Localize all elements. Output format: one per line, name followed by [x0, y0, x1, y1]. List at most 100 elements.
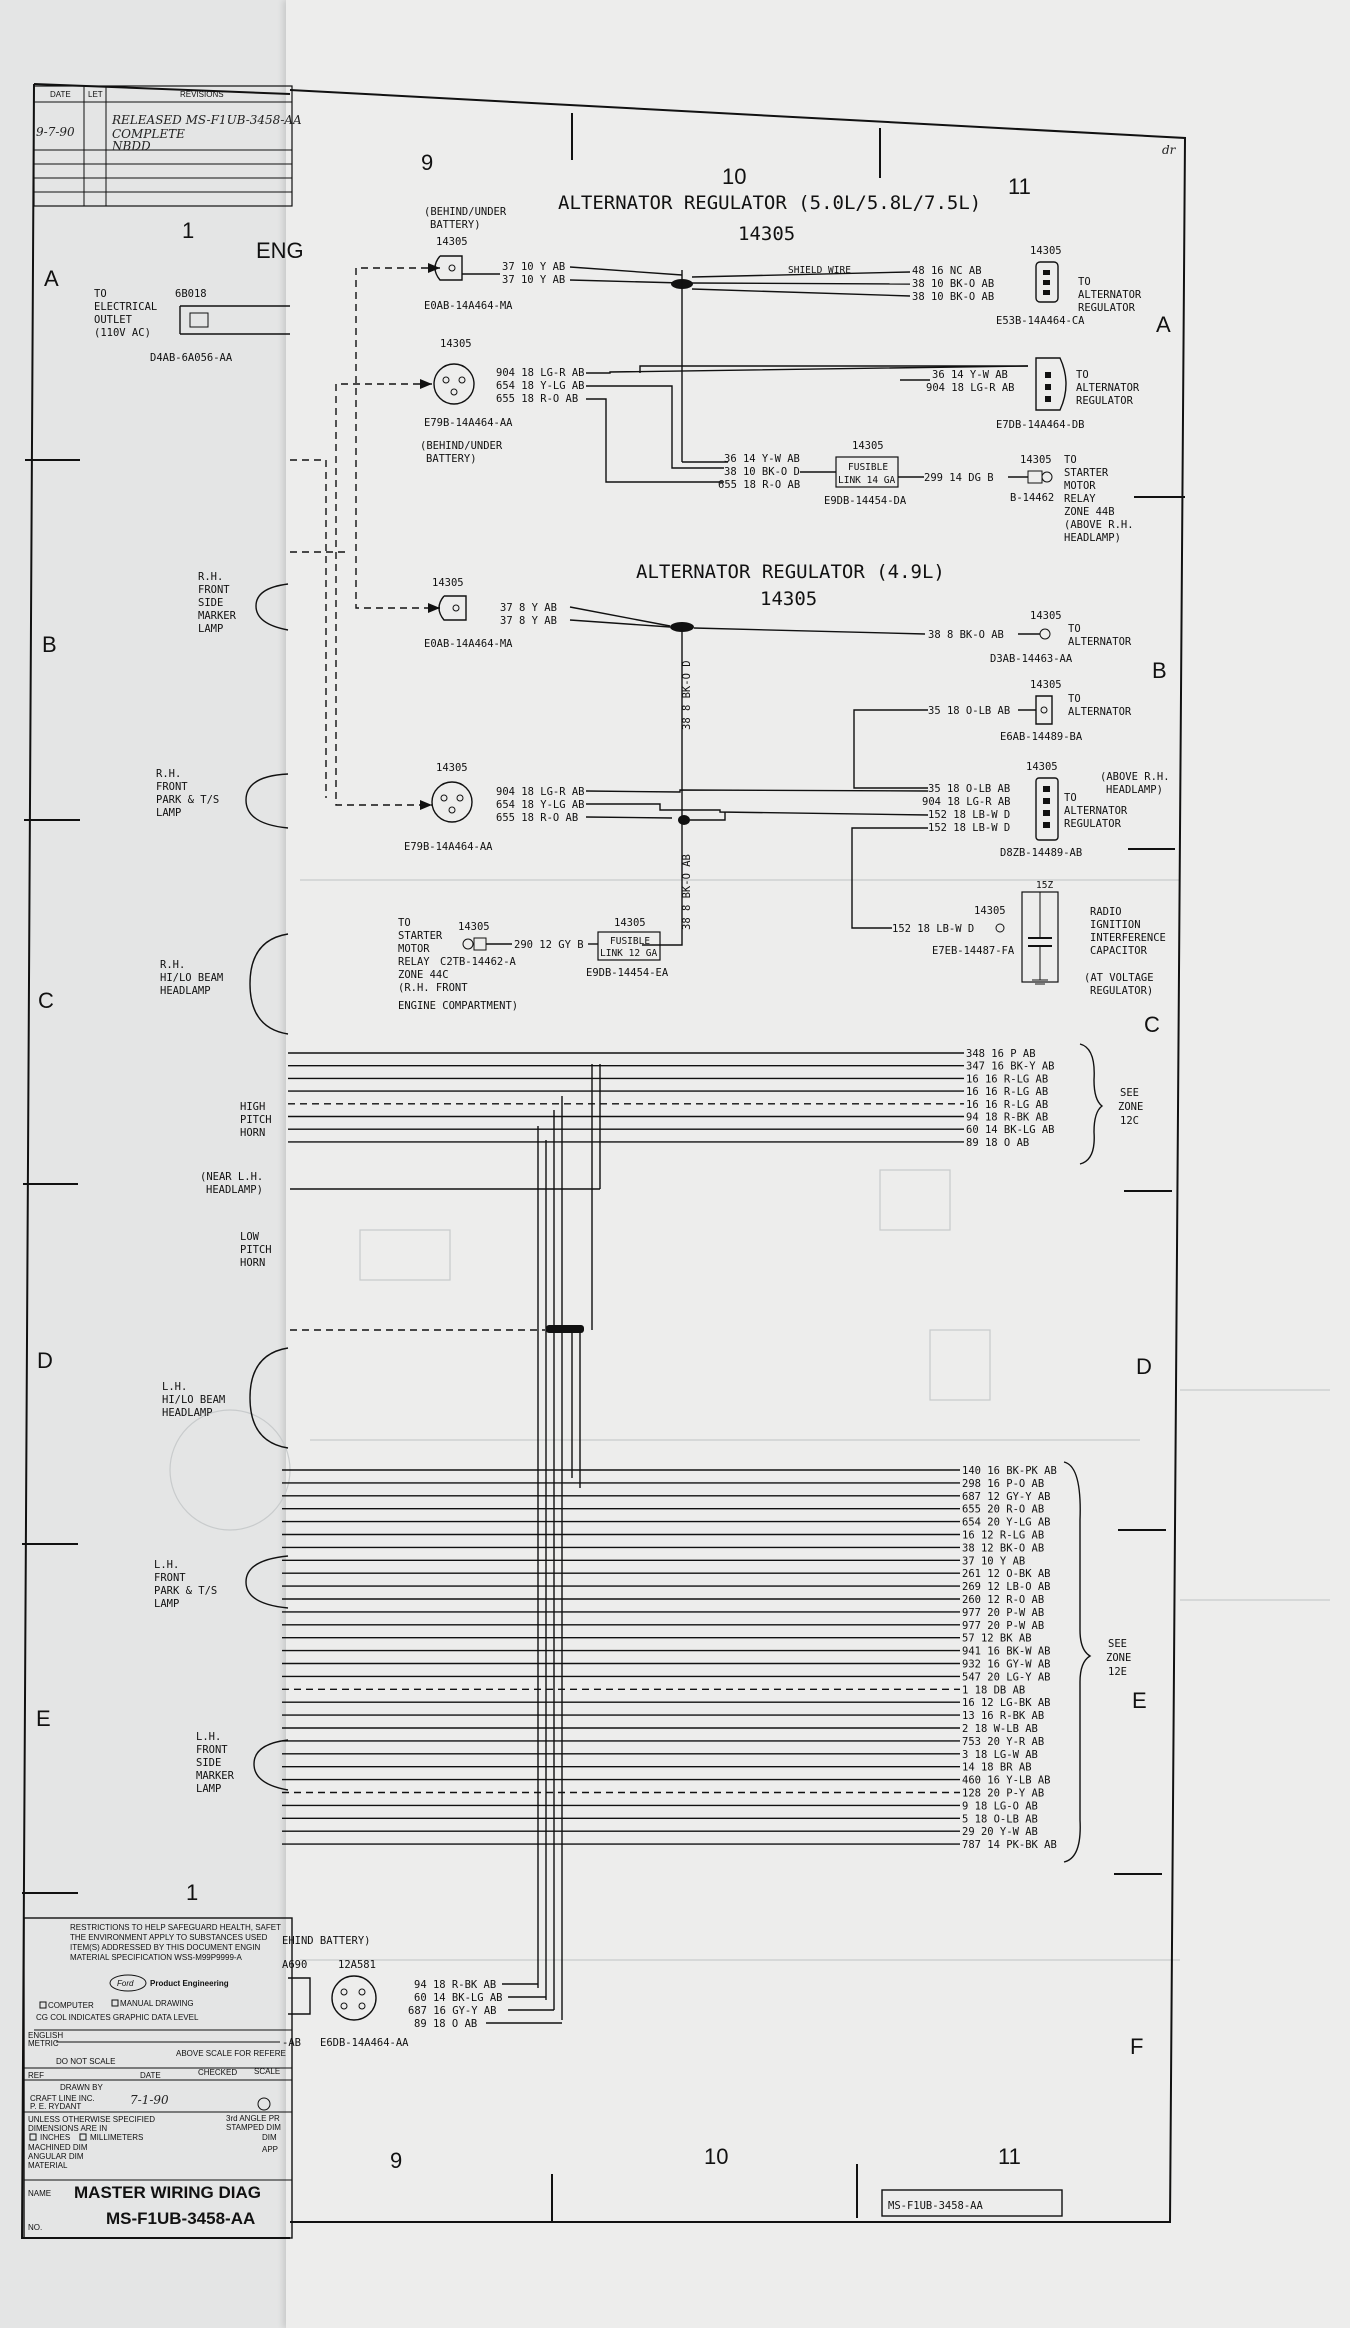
brand-sub: Product Engineering — [150, 1979, 229, 1988]
lh-head-1: L.H. — [162, 1381, 187, 1393]
alt1-r1-connector-icon — [1035, 261, 1059, 303]
alt1-fuse-pin3: 655 18 R-O AB — [718, 479, 800, 491]
alt1-section: ALTERNATOR REGULATOR (5.0L/5.8L/7.5L) 14… — [290, 192, 1142, 810]
drawing-number: MS-F1UB-3458-AA — [106, 2209, 255, 2228]
drawer: CRAFT LINE INC. — [30, 2094, 95, 2103]
bottom-conn: E6DB-14A464-AA — [320, 2037, 409, 2049]
outlet-plug-icon — [189, 312, 209, 328]
bundle2-wire-label: 9 18 LG-O AB — [962, 1800, 1038, 1812]
lh-park-3: PARK & T/S — [154, 1585, 217, 1597]
rh-park-1: R.H. — [156, 768, 181, 780]
bundle2-wire-label: 140 16 BK-PK AB — [962, 1465, 1057, 1477]
zone-D-left: D — [37, 1348, 53, 1373]
bundle2-wire-label: 977 20 P-W AB — [962, 1607, 1044, 1619]
rev-hand-2: COMPLETE — [112, 127, 185, 141]
alt2-starter-terminal-icon — [462, 938, 474, 950]
alt1-c1-part: 14305 — [436, 236, 468, 248]
rh-marker-3: SIDE — [198, 597, 223, 609]
metric-label: METRIC — [28, 2039, 59, 2048]
alt2-r2-to1: TO — [1068, 693, 1081, 705]
alt2-r3-pin3: 152 18 LB-W D — [928, 809, 1010, 821]
zone-labels: 9 10 11 1 9 10 11 1 A B C D E F A B C D … — [36, 150, 1171, 2173]
computer-checkbox — [39, 2001, 47, 2009]
zone-C-left: C — [38, 988, 54, 1013]
near-lh-1: (NEAR L.H. — [200, 1171, 263, 1183]
bottom-part-left: A690 — [282, 1959, 307, 1971]
lh-park-4: LAMP — [154, 1598, 179, 1610]
alt1-r1-pin1: 48 16 NC AB — [912, 265, 982, 277]
alt2-c2-part: 14305 — [436, 762, 468, 774]
lh-marker-4: MARKER — [196, 1770, 235, 1782]
alt2-c1-part: 14305 — [432, 577, 464, 589]
ref-label: REF — [28, 2071, 44, 2080]
alt2-c1-connector-icon — [438, 595, 467, 621]
alt1-starter-to3: MOTOR — [1064, 480, 1096, 492]
rh-marker-2: FRONT — [198, 584, 230, 596]
bundle1-see1: SEE — [1120, 1087, 1139, 1099]
zone-1-top: 1 — [182, 218, 194, 243]
alt1-c1-conn: E0AB-14A464-MA — [424, 300, 513, 312]
mm-checkbox — [79, 2133, 87, 2141]
manual-checkbox — [111, 1999, 119, 2007]
drawer-2: P. E. RYDANT — [30, 2102, 81, 2111]
bundle1-see3: 12C — [1120, 1115, 1139, 1127]
cg-label: CG COL INDICATES GRAPHIC DATA LEVEL — [36, 2013, 199, 2022]
alt2-starter-to7: ENGINE COMPARTMENT) — [398, 1000, 518, 1012]
title-block: RESTRICTIONS TO HELP SAFEGUARD HEALTH, S… — [23, 1917, 1063, 2239]
rh-marker-1: R.H. — [198, 571, 223, 583]
do-not-scale: DO NOT SCALE — [56, 2057, 115, 2066]
alt1-starter-to4: RELAY — [1064, 493, 1096, 505]
alt2-r3-part: 14305 — [1026, 761, 1058, 773]
projection-icon — [257, 2097, 271, 2111]
alt2-cap-loc1: (AT VOLTAGE — [1084, 972, 1154, 984]
bundle2-wire-label: 37 10 Y AB — [962, 1555, 1025, 1567]
alt2-r3-connector-icon — [1035, 777, 1059, 841]
alt2-r1-terminal-icon — [1039, 628, 1051, 640]
bottom-right-connector-icon — [331, 1975, 377, 2021]
alt2-r2-conn: E6AB-14489-BA — [1000, 731, 1083, 743]
alt1-c1-connector-icon — [434, 255, 463, 281]
bundle2-wire-label: 787 14 PK-BK AB — [962, 1839, 1057, 1851]
alt1-r2-to1: TO — [1076, 369, 1089, 381]
alt2-starter-conn: C2TB-14462-A — [440, 956, 517, 968]
alt2-cap-l4: CAPACITOR — [1090, 945, 1148, 957]
bottom-pin3: 687 16 GY-Y AB — [408, 2005, 497, 2017]
zone-A-right: A — [1156, 312, 1171, 337]
zone-B-left: B — [42, 632, 57, 657]
rh-park-lamp-icon — [245, 773, 289, 829]
alt1-starter-to1: TO — [1064, 454, 1077, 466]
alt2-vert2: 38 8 BK-O AB — [681, 854, 693, 930]
alt2-r2-to2: ALTERNATOR — [1068, 706, 1132, 718]
alt2-r1-to2: ALTERNATOR — [1068, 636, 1132, 648]
alt2-cap-loc2: REGULATOR) — [1090, 985, 1153, 997]
alt2-starter-to3: MOTOR — [398, 943, 430, 955]
alt2-starter-to1: TO — [398, 917, 411, 929]
alt2-starter-to5: ZONE 44C — [398, 969, 449, 981]
bundle2-wire-label: 654 20 Y-LG AB — [962, 1517, 1051, 1529]
rh-headlamp-icon — [249, 933, 289, 1035]
bundle1-lines — [288, 1052, 964, 1143]
bottom-pin2: 60 14 BK-LG AB — [414, 1992, 503, 2004]
revisions-block: DATE LET REVISIONS 9-7-90 RELEASED MS-F1… — [33, 85, 302, 207]
alt1-r2-conn: E7DB-14A464-DB — [996, 419, 1085, 431]
outlet-part: 6B018 — [175, 288, 207, 300]
bundle2-wire-label: 753 20 Y-R AB — [962, 1736, 1044, 1748]
low-horn-1: LOW — [240, 1231, 260, 1243]
english-label: ENGLISH — [28, 2031, 63, 2040]
lh-marker-lamp-icon — [253, 1739, 289, 1791]
lh-marker-3: SIDE — [196, 1757, 221, 1769]
lh-head-3: HEADLAMP — [162, 1407, 213, 1419]
bottom-connector: EHIND BATTERY) A690 12A581 94 18 R-BK AB… — [282, 1935, 562, 2049]
alt1-fuse-pin2: 38 10 BK-O D — [724, 466, 800, 478]
near-lh-2: HEADLAMP) — [206, 1184, 263, 1196]
lh-headlamp-icon — [249, 1347, 289, 1449]
number-box-text: MS-F1UB-3458-AA — [888, 2200, 984, 2212]
bundle2-see3: 12E — [1108, 1666, 1127, 1678]
rh-head-2: HI/LO BEAM — [160, 972, 223, 984]
bundle1-wire-label: 348 16 P AB — [966, 1048, 1036, 1060]
rh-head-3: HEADLAMP — [160, 985, 211, 997]
alt2-starter-to6: (R.H. FRONT — [398, 982, 468, 994]
manual-label: MANUAL DRAWING — [120, 1999, 194, 2008]
alt1-starter-conn: B-14462 — [1010, 492, 1054, 504]
